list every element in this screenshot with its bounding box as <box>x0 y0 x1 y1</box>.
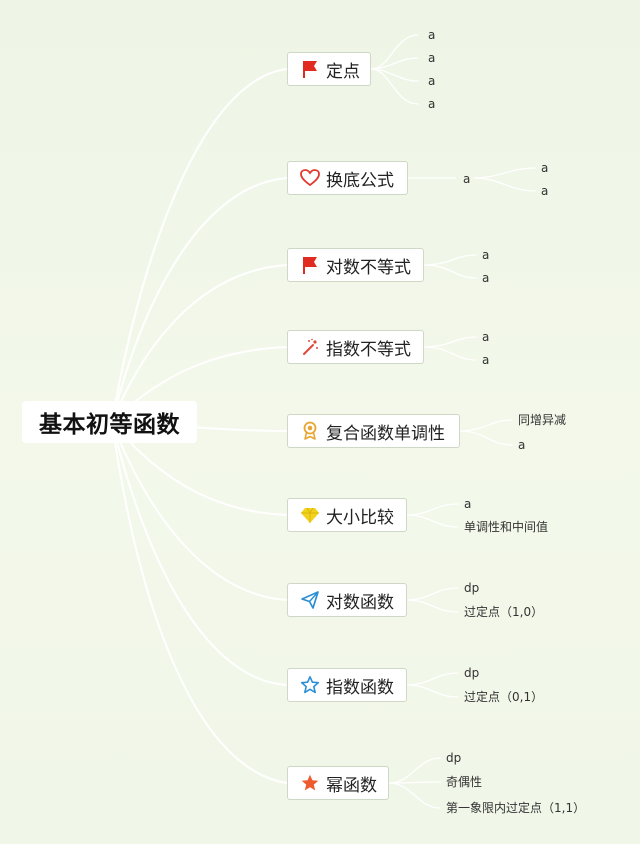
connector-root-dingdian <box>111 68 288 423</box>
topic-duishu-budengshi[interactable]: 对数不等式 <box>287 248 424 282</box>
root-topic[interactable]: 基本初等函数 <box>22 401 197 443</box>
topic-label: 对数不等式 <box>326 257 411 278</box>
topic-label: 指数函数 <box>326 677 394 698</box>
connector-root-mi <box>111 421 288 784</box>
red-flag-icon <box>300 255 320 275</box>
leaf-text: a <box>518 438 526 452</box>
topic-label: 对数函数 <box>326 592 394 613</box>
leaf-text: a <box>541 161 549 175</box>
award-ribbon-icon <box>300 421 320 441</box>
red-flag-icon <box>300 59 320 79</box>
subtopic-text: a <box>463 172 471 186</box>
leaf-text: 过定点（1,0） <box>464 605 544 619</box>
topic-label: 幂函数 <box>326 775 377 796</box>
leaf-text: a <box>464 497 472 511</box>
leaf-text: a <box>482 353 490 367</box>
leaf-text: 过定点（0,1） <box>464 690 544 704</box>
leaf-text: dp <box>446 751 462 765</box>
topic-label: 复合函数单调性 <box>326 423 445 444</box>
leaf-text: a <box>428 74 436 88</box>
leaf-text: 同增异减 <box>518 413 567 427</box>
star-outline-icon <box>300 675 320 695</box>
leaf-text: dp <box>464 666 480 680</box>
root-topic-label: 基本初等函数 <box>39 412 180 438</box>
topic-zhishu-budengshi[interactable]: 指数不等式 <box>287 330 424 364</box>
topic-zhishu-hanshu[interactable]: 指数函数 <box>287 668 407 702</box>
leaf-text: 奇偶性 <box>446 775 483 789</box>
leaf-text: dp <box>464 581 480 595</box>
topic-dingdian[interactable]: 定点 <box>287 52 371 86</box>
leaf-text: a <box>428 28 436 42</box>
magic-wand-icon <box>300 337 320 357</box>
topic-label: 指数不等式 <box>326 339 411 360</box>
leaf-text: a <box>428 51 436 65</box>
star-filled-icon <box>300 773 320 793</box>
diamond-icon <box>300 505 320 525</box>
paper-plane-icon <box>300 590 320 610</box>
topic-label: 大小比较 <box>326 507 394 528</box>
leaf-text: 单调性和中间值 <box>464 520 549 534</box>
topic-fuhe-hanshu-dandiaoxing[interactable]: 复合函数单调性 <box>287 414 460 448</box>
connector-root-duishu-budengshi <box>111 264 288 423</box>
topic-duishu-hanshu[interactable]: 对数函数 <box>287 583 407 617</box>
leaf-text: a <box>482 330 490 344</box>
connector-root-huandi <box>111 177 288 423</box>
topic-label: 换底公式 <box>326 170 394 191</box>
topic-daxiao-bijiao[interactable]: 大小比较 <box>287 498 407 532</box>
leaf-text: a <box>428 97 436 111</box>
connector-root-zhishu-hanshu <box>111 421 288 686</box>
topic-mi-hanshu[interactable]: 幂函数 <box>287 766 389 800</box>
leaf-text: a <box>482 248 490 262</box>
connector-root-duishu-hanshu <box>111 421 288 601</box>
topic-huandi-gongshi[interactable]: 换底公式 <box>287 161 408 195</box>
heart-icon <box>300 168 320 188</box>
leaf-text: a <box>482 271 490 285</box>
leaf-text: a <box>541 184 549 198</box>
leaf-text: 第一象限内过定点（1,1） <box>446 801 586 815</box>
topic-label: 定点 <box>326 61 360 82</box>
